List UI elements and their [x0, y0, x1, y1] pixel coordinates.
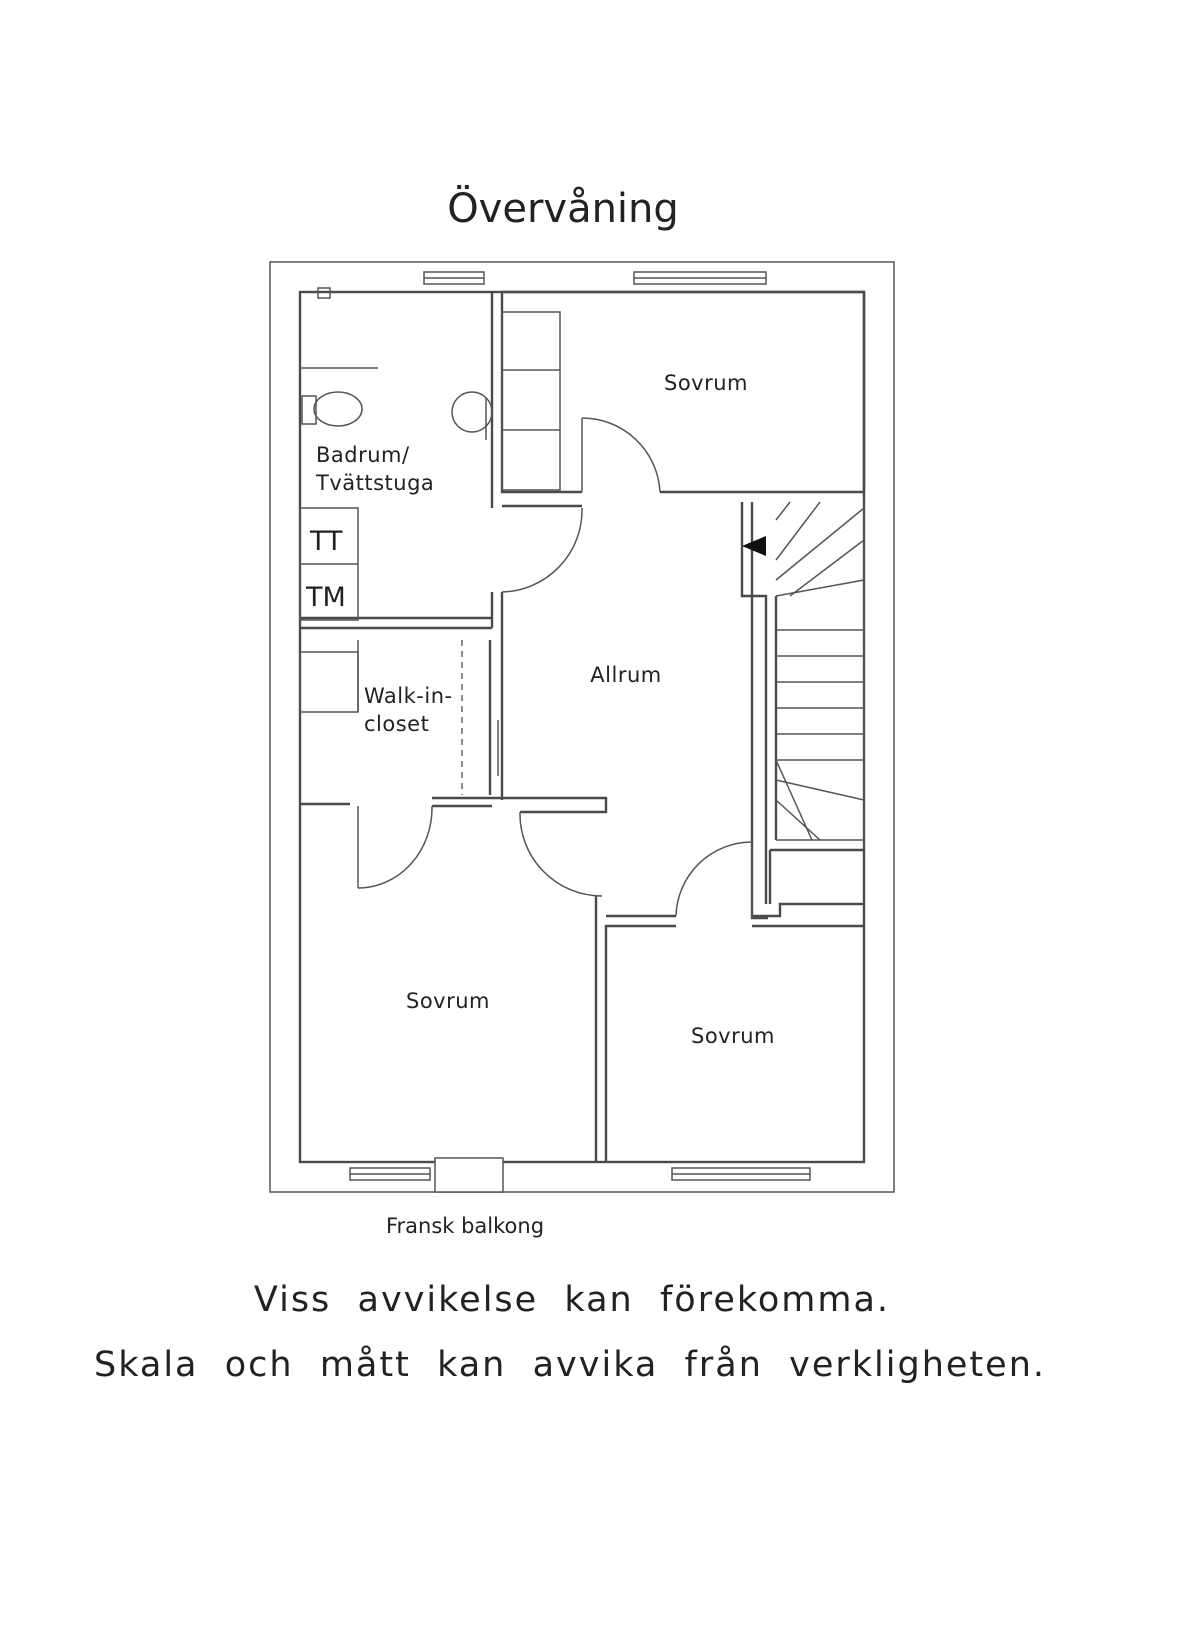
label-bedroom-left: Sovrum — [406, 989, 490, 1013]
disclaimer-line-1: Viss avvikelse kan förekomma. — [254, 1280, 890, 1320]
label-bathroom-line1: Badrum/ — [316, 443, 410, 467]
label-bathroom-line2: Tvättstuga — [315, 471, 434, 495]
label-washer: TM — [305, 582, 346, 613]
label-dryer: TT — [309, 526, 343, 557]
label-closet-line2: closet — [364, 712, 429, 736]
label-closet-line1: Walk-in- — [364, 684, 453, 708]
windows — [349, 271, 811, 1193]
label-bedroom-right: Sovrum — [691, 1024, 775, 1048]
label-french-balcony: Fransk balkong — [386, 1214, 544, 1238]
doors — [357, 417, 753, 918]
staircase — [742, 501, 865, 850]
label-bedroom-top: Sovrum — [664, 371, 748, 395]
label-living: Allrum — [590, 663, 661, 687]
floor-title: Övervåning — [447, 184, 679, 232]
stair-direction-arrow-icon — [742, 536, 766, 556]
disclaimer-line-2: Skala och mått kan avvika från verklighe… — [94, 1344, 1046, 1385]
